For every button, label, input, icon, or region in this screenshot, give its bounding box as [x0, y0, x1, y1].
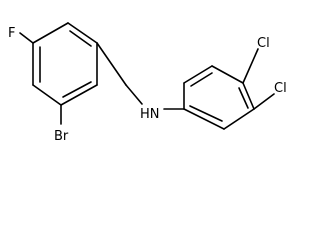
double-bond-inner	[190, 72, 213, 87]
atom-fluorine: F	[8, 26, 15, 41]
bond	[183, 65, 213, 84]
atom-amine: HN	[140, 107, 160, 122]
double-bond-inner	[69, 30, 92, 47]
bond-ch2-n	[125, 84, 143, 105]
bond	[211, 65, 244, 84]
right-ring	[183, 65, 255, 130]
bond	[67, 22, 98, 44]
bond-c-cl-bottom	[253, 93, 275, 110]
bond	[32, 22, 69, 44]
bond-ring-ch2	[96, 42, 127, 86]
left-ring	[32, 22, 98, 106]
bond	[32, 84, 62, 106]
bond	[223, 108, 255, 130]
double-bond-inner	[189, 105, 223, 122]
atom-bromine: Br	[54, 129, 69, 144]
atom-chlorine-bottom: Cl	[274, 81, 287, 96]
bond-c-cl-top	[242, 48, 259, 84]
bond	[60, 84, 98, 106]
double-bond-inner	[238, 87, 249, 109]
structure-diagram: F Br HN Cl Cl	[8, 22, 287, 144]
bond	[242, 82, 255, 110]
bond	[183, 108, 225, 130]
double-bond-inner	[62, 81, 92, 98]
atom-chlorine-top: Cl	[257, 36, 270, 51]
bond-c-f	[19, 32, 34, 44]
